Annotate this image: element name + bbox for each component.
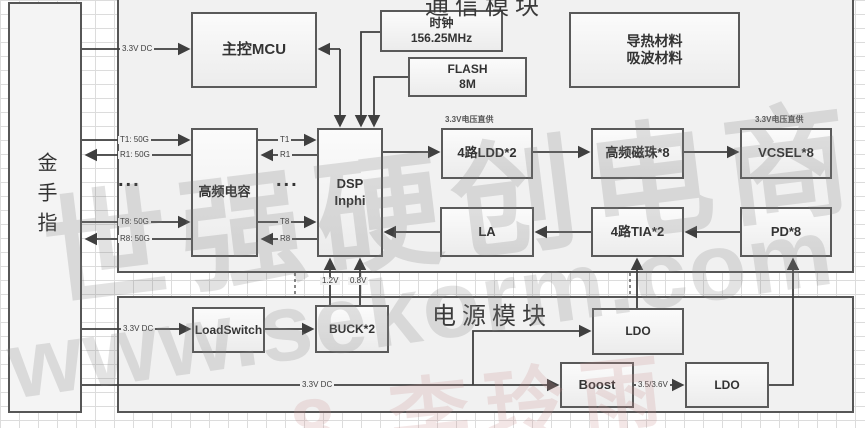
block-mcu: 主控MCU xyxy=(191,12,317,88)
power-bus-label: 3.3V DC xyxy=(300,380,335,389)
block-ldo-right: LDO xyxy=(685,362,769,408)
dsp-r1-label: R1 xyxy=(278,150,293,159)
magnetic-bead-label: 高频磁珠*8 xyxy=(605,145,670,161)
block-clock: 时钟 156.25MHz xyxy=(380,10,503,52)
power-module-title: 电源模块 xyxy=(432,303,552,330)
dsp-label-line2: Inphi xyxy=(334,192,366,208)
vcsel-supply-label: 3.3V电压直供 xyxy=(755,115,804,124)
loadswitch-label: LoadSwitch xyxy=(194,322,263,337)
mcu-label: 主控MCU xyxy=(221,40,287,58)
mcu-supply-label: 3.3V DC xyxy=(120,44,155,53)
block-magnetic-bead: 高频磁珠*8 xyxy=(591,128,684,179)
ldd-supply-label: 3.3V电压直供 xyxy=(445,115,494,124)
dsp-label-line1: DSP xyxy=(336,176,364,192)
lane-t8-label: T8: 50G xyxy=(118,217,151,226)
lane-t1-label: T1: 50G xyxy=(118,135,151,144)
gold-finger-label: 金手指 xyxy=(34,152,56,242)
clock-label-line2: 156.25MHz xyxy=(410,31,473,45)
boost-out-label: 3.5/3.6V xyxy=(636,380,670,389)
boost-label: Boost xyxy=(578,376,616,392)
block-loadswitch: LoadSwitch xyxy=(192,307,265,353)
block-dsp: DSP Inphi xyxy=(317,128,383,257)
buck-label: BUCK*2 xyxy=(328,321,375,336)
tia-label: 4路TIA*2 xyxy=(610,223,665,239)
vcsel-label: VCSEL*8 xyxy=(758,145,814,161)
flash-label-line2: 8M xyxy=(459,77,476,91)
block-ldd: 4路LDD*2 xyxy=(441,128,533,179)
power-input-label: 3.3V DC xyxy=(121,324,156,333)
block-thermal: 导热材料 吸波材料 xyxy=(569,12,740,88)
rail-08v-label: 0.8V xyxy=(348,276,369,285)
block-pd: PD*8 xyxy=(740,207,832,257)
flash-label-line1: FLASH xyxy=(447,62,488,76)
ldo-right-label: LDO xyxy=(714,377,740,392)
block-flash: FLASH 8M xyxy=(408,57,527,97)
thermal-label-line2: 吸波材料 xyxy=(626,50,683,66)
dsp-t1-label: T1 xyxy=(278,135,292,144)
clock-label-line1: 时钟 xyxy=(429,16,454,30)
dsp-r8-label: R8 xyxy=(278,234,293,243)
block-vcsel: VCSEL*8 xyxy=(740,128,832,179)
block-buck: BUCK*2 xyxy=(315,305,389,353)
block-la: LA xyxy=(440,207,534,257)
block-tia: 4路TIA*2 xyxy=(591,207,684,257)
block-boost: Boost xyxy=(560,362,634,408)
rail-12v-label: 1.2V xyxy=(320,276,341,285)
gold-finger-box xyxy=(8,2,82,413)
block-hf-capacitor: 高频电容 xyxy=(191,128,258,257)
ldd-label: 4路LDD*2 xyxy=(457,145,517,161)
block-ldo-top: LDO xyxy=(592,308,684,355)
lane-r8-label: R8: 50G xyxy=(118,234,152,243)
dsp-t8-label: T8 xyxy=(278,217,292,226)
la-label: LA xyxy=(478,223,496,239)
thermal-label-line1: 导热材料 xyxy=(626,32,683,49)
hf-capacitor-label: 高频电容 xyxy=(198,184,251,200)
lane-r1-label: R1: 50G xyxy=(118,150,152,159)
ldo-top-label: LDO xyxy=(625,324,651,338)
top-module-title: 通信模块 xyxy=(425,0,545,20)
pd-label: PD*8 xyxy=(770,223,802,239)
